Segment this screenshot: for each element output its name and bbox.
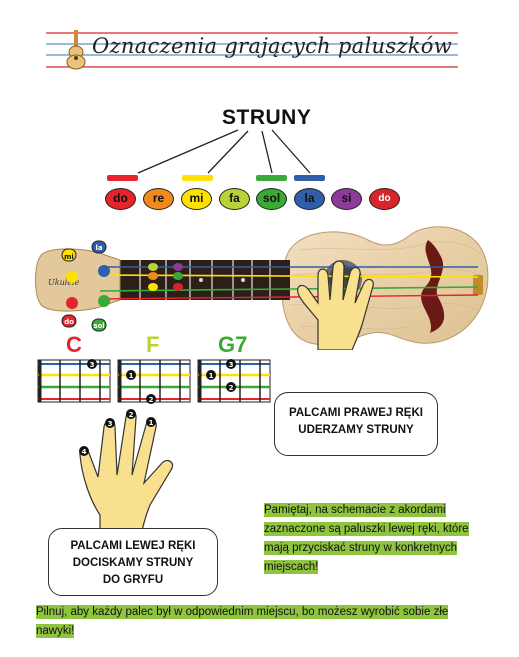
finger-marker: 1 (209, 372, 214, 380)
chord-label: C (66, 332, 82, 357)
finger-marker: 2 (149, 396, 154, 404)
chord-diagram-g7: 3 1 2 (197, 359, 271, 403)
tuning-peg-labels: mi la sol do (64, 244, 105, 330)
title-ruled-lines (46, 30, 458, 70)
tip-text: Pamiętaj, na schemacie z akordami zaznac… (264, 503, 469, 574)
peg-label-la: la (95, 244, 102, 252)
note-label: sol (262, 191, 281, 205)
finger-marker-3: 3 (108, 420, 113, 428)
note-mi: mi (181, 188, 212, 210)
chord-label: G7 (218, 332, 248, 357)
note-sol: sol (256, 188, 287, 210)
note-re: re (143, 188, 174, 210)
string-bar-sol (256, 175, 287, 181)
chord-name-c: C (66, 332, 82, 358)
peg-label-do: do (64, 318, 74, 326)
chord-diagrams: 3 1 2 3 1 2 (37, 359, 271, 404)
finger-marker: 2 (229, 384, 234, 392)
caption-line: PALCAMI LEWEJ RĘKI (70, 540, 196, 552)
finger-marker-1: 1 (149, 419, 154, 427)
string-bar-la (294, 175, 325, 181)
note-label: do (113, 191, 128, 205)
note-label: si (341, 191, 352, 205)
chord-name-g7: G7 (218, 332, 247, 358)
string-bar-do (107, 175, 138, 181)
tip-good-habits: Pilnuj, aby każdy palec był w odpowiedni… (36, 603, 484, 641)
note-fa: fa (219, 188, 250, 210)
tip-left-hand: Pamiętaj, na schemacie z akordami zaznac… (264, 501, 486, 577)
left-hand-illustration: 1 2 3 4 (79, 409, 174, 540)
chord-diagram-c: 3 (37, 359, 111, 403)
page-title: Oznaczenia grających paluszków (92, 34, 453, 58)
left-hand-caption: PALCAMI LEWEJ RĘKI DOCISKAMY STRUNY DO G… (48, 528, 218, 596)
finger-marker-2: 2 (129, 411, 134, 419)
note-label: do (378, 193, 391, 204)
finger-marker: 1 (129, 372, 134, 380)
svg-text:Ukulele: Ukulele (48, 278, 80, 287)
peg-label-sol: sol (93, 322, 104, 330)
caption-line: DOCISKAMY STRUNY (72, 557, 194, 569)
ukulele-icon (66, 30, 86, 70)
chord-diagram-f: 1 2 (117, 359, 191, 404)
caption-line: UDERZAMY STRUNY (298, 424, 414, 436)
finger-marker: 3 (90, 361, 95, 369)
note-label: fa (229, 191, 240, 205)
strings-pointer-lines (137, 129, 311, 174)
chord-label: F (146, 332, 160, 357)
note-label: la (304, 191, 315, 205)
string-bar-mi (182, 175, 213, 181)
chord-name-f: F (146, 332, 159, 358)
note-label: re (152, 191, 165, 205)
ukulele-illustration: Ukulele (35, 226, 489, 350)
note-si: si (331, 188, 362, 210)
note-label: mi (189, 191, 204, 205)
caption-line: PALCAMI PRAWEJ RĘKI (289, 407, 423, 419)
caption-line: DO GRYFU (102, 574, 164, 586)
finger-marker: 3 (229, 361, 234, 369)
tip-text: Pilnuj, aby każdy palec był w odpowiedni… (36, 605, 449, 638)
right-hand-caption: PALCAMI PRAWEJ RĘKI UDERZAMY STRUNY (274, 392, 438, 456)
finger-marker-4: 4 (82, 448, 87, 456)
note-do-high: do (369, 188, 400, 210)
note-la: la (294, 188, 325, 210)
peg-label-mi: mi (64, 253, 74, 261)
strings-heading: STRUNY (222, 106, 312, 129)
note-do: do (105, 188, 136, 210)
